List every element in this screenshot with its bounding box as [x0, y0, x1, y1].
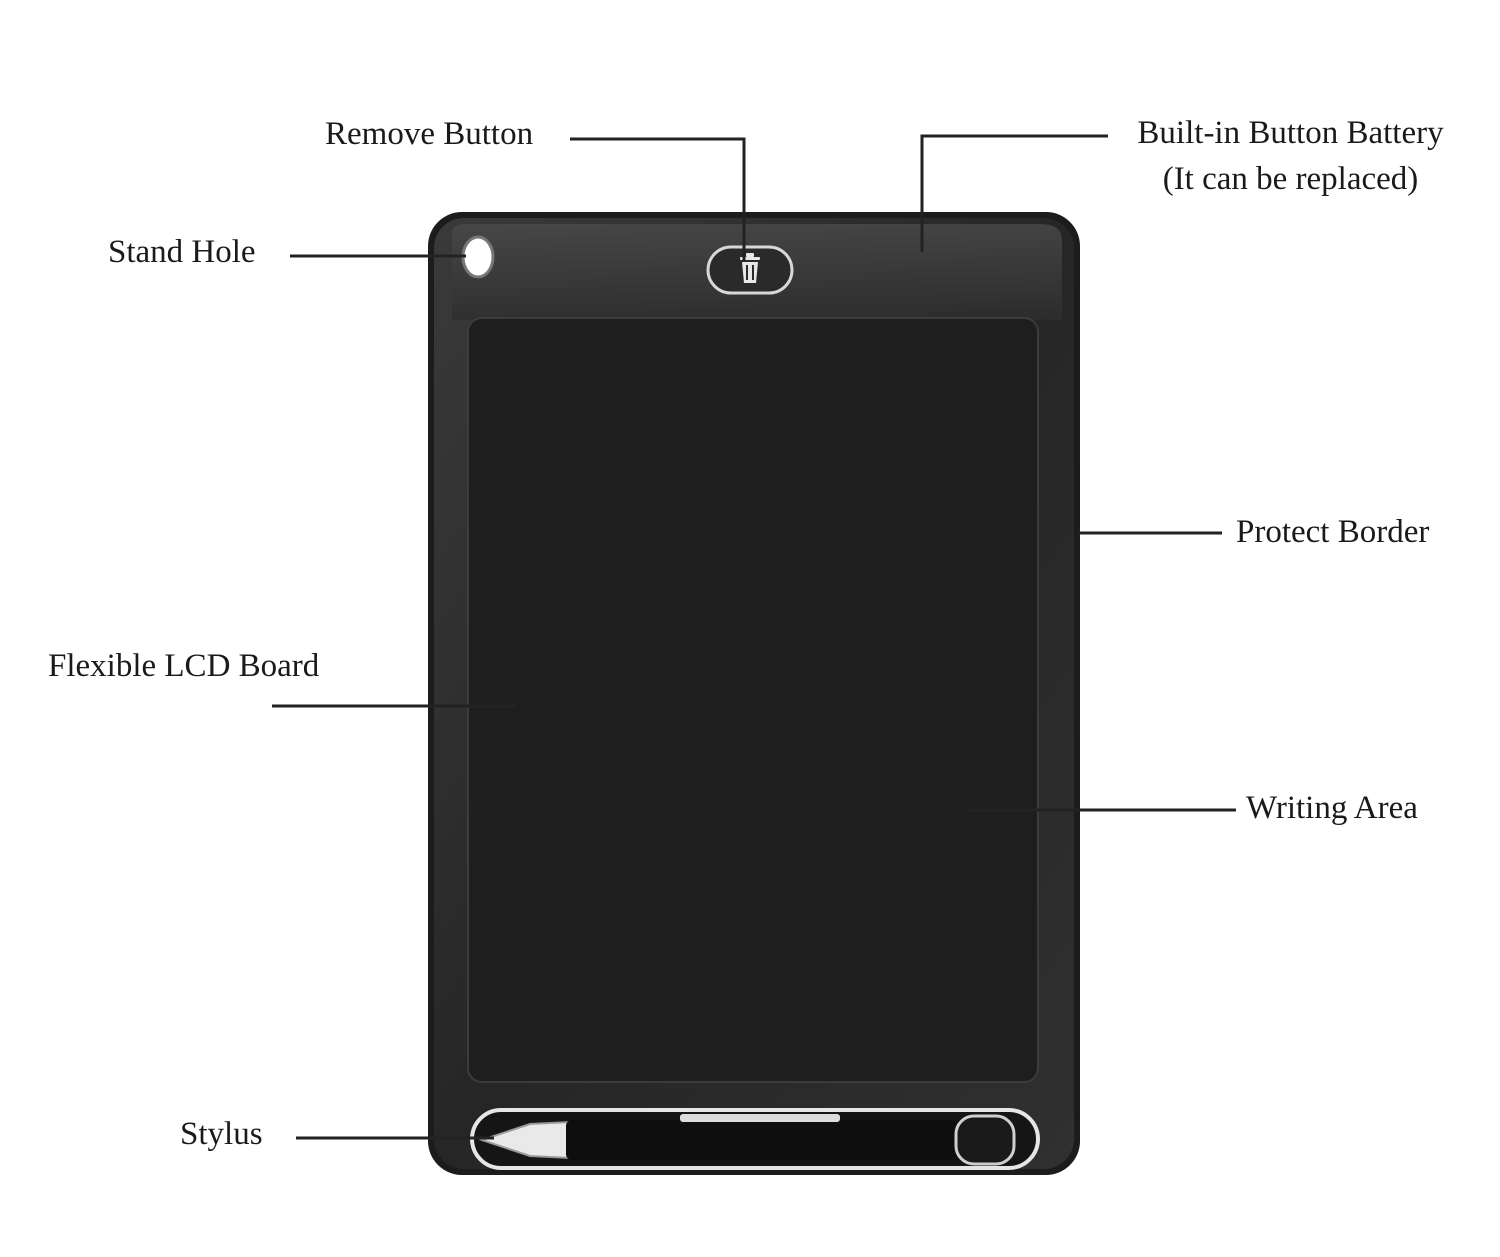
- flexible-lcd-label: Flexible LCD Board: [48, 648, 320, 684]
- stylus-label: Stylus: [180, 1116, 263, 1152]
- stand-hole: [461, 235, 495, 279]
- battery-leader: [920, 134, 1108, 252]
- writing-area-label: Writing Area: [1246, 790, 1418, 826]
- protect-border-label: Protect Border: [1236, 514, 1430, 550]
- leader-lines: [272, 134, 1236, 1140]
- battery-label: Built-in Button Battery (It can be repla…: [1118, 114, 1463, 199]
- stylus[interactable]: [478, 1114, 1016, 1166]
- battery-label-line2: (It can be replaced): [1162, 160, 1419, 197]
- remove-button-label: Remove Button: [325, 116, 534, 152]
- remove-button-leader: [570, 137, 746, 262]
- stand-hole-label: Stand Hole: [108, 234, 256, 270]
- writing-area: [467, 317, 1039, 1083]
- battery-label-line1: Built-in Button Battery: [1137, 115, 1444, 151]
- trash-icon: [740, 253, 760, 283]
